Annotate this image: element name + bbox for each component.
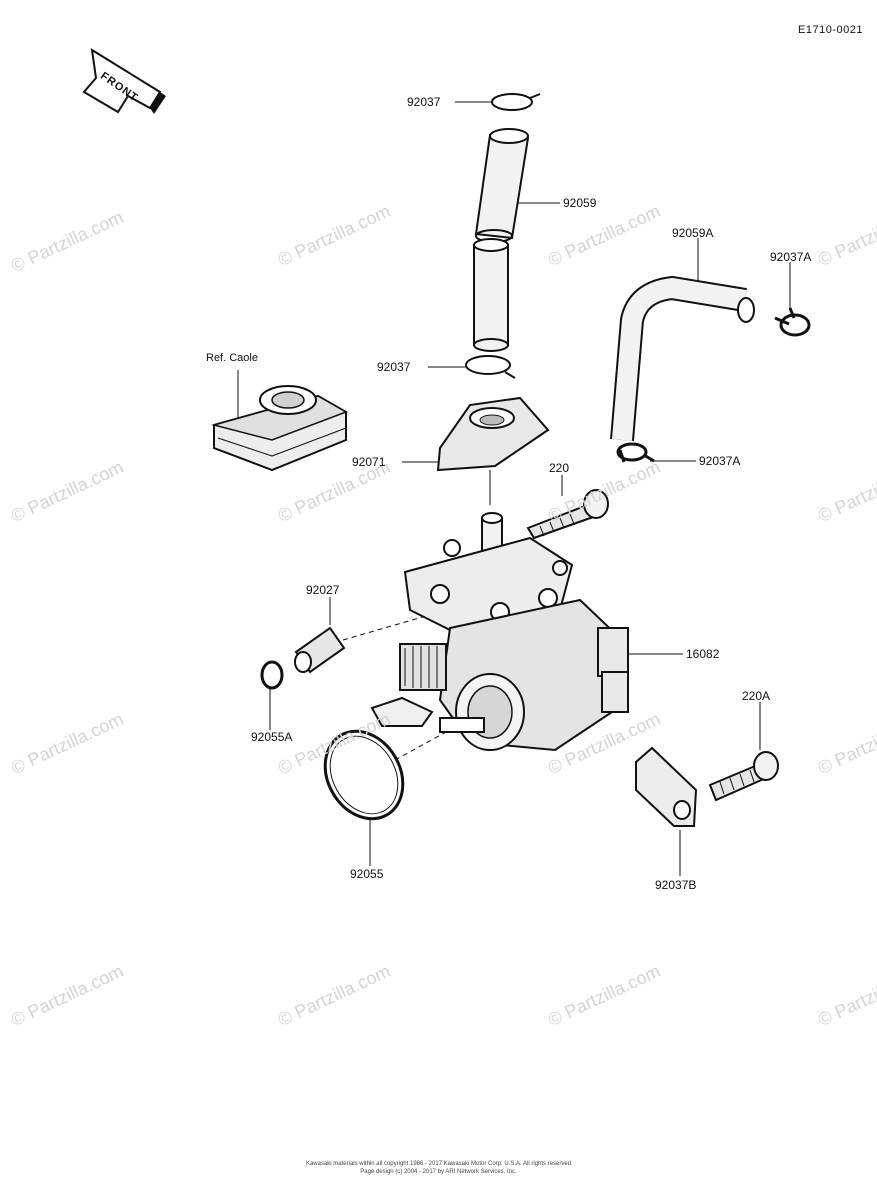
diagram-code: E1710-0021 <box>798 24 863 36</box>
part-label-92027[interactable]: 92027 <box>306 583 340 597</box>
collar-92027 <box>294 626 346 674</box>
hose-92059-upper <box>474 128 530 243</box>
cover-92071 <box>436 396 550 472</box>
leader-lines <box>237 101 791 876</box>
bolt-220a <box>708 751 779 802</box>
part-label-220a[interactable]: 220A <box>742 689 771 703</box>
part-label-92059[interactable]: 92059 <box>563 196 597 210</box>
o-ring-92055 <box>323 729 405 821</box>
front-arrow-icon <box>82 48 166 114</box>
part-label-92037[interactable]: 92037 <box>407 95 441 109</box>
footer-page-design: Page design (c) 2004 - 2017 by ARI Netwo… <box>360 1169 517 1175</box>
part-label-220[interactable]: 220 <box>549 461 570 475</box>
clamp-92037a-mid <box>616 442 655 463</box>
hose-92059-lower <box>473 238 509 352</box>
bolt-220 <box>526 489 609 540</box>
part-label-92071[interactable]: 92071 <box>352 455 386 469</box>
washer-92055a <box>260 660 284 690</box>
footer-copyright: Kawasaki materials within all copyright … <box>305 1161 572 1167</box>
clip-92037-mid <box>465 355 516 379</box>
ref-cable-label: Ref. Caole <box>206 352 258 364</box>
hose-92059a <box>610 275 755 441</box>
part-label-92037a[interactable]: 92037A <box>699 454 741 468</box>
part-label-92037b[interactable]: 92037B <box>655 878 697 892</box>
clip-92037-top <box>491 93 541 111</box>
part-label-16082[interactable]: 16082 <box>686 647 720 661</box>
clamp-92037a-top <box>774 307 811 337</box>
part-label-92059a[interactable]: 92059A <box>672 226 714 240</box>
plate-92037b <box>635 746 698 827</box>
part-label-92055a[interactable]: 92055A <box>251 730 293 744</box>
part-label-92037a[interactable]: 92037A <box>770 250 812 264</box>
cable-boot <box>211 385 348 472</box>
part-label-92037[interactable]: 92037 <box>377 360 411 374</box>
part-label-92055[interactable]: 92055 <box>350 867 384 881</box>
oil-pump-16082 <box>370 512 629 752</box>
